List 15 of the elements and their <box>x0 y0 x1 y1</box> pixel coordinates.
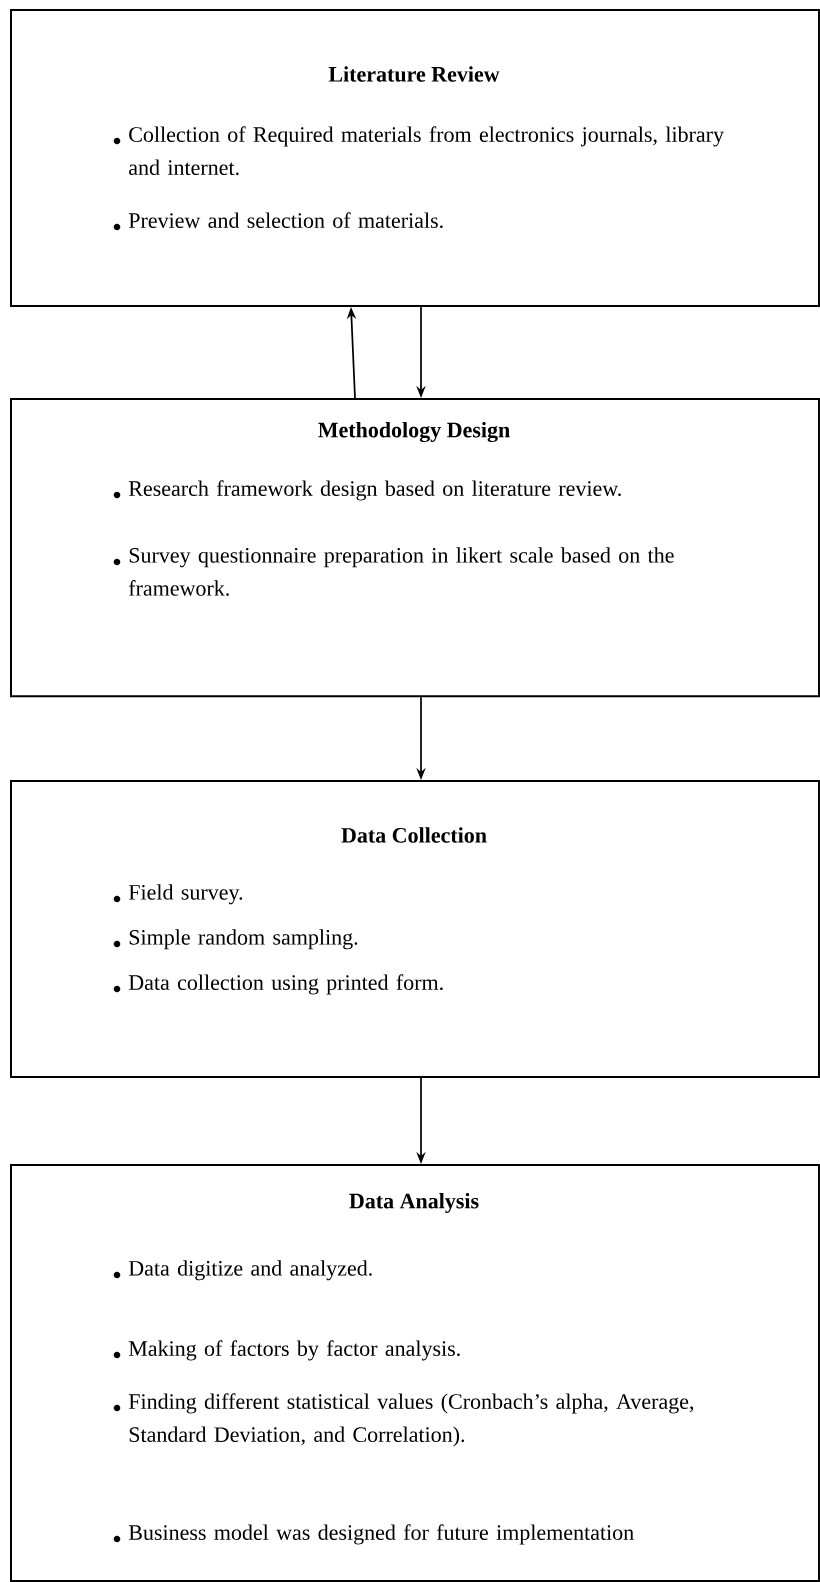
heading-text: Data Analysis <box>349 1193 479 1213</box>
bullet-item: Collection of Required materials from electronics journals, library and internet. <box>129 126 724 176</box>
bullet-item: Field survey. <box>128 884 243 905</box>
bullet-item: Data collection using printed form. <box>128 974 443 995</box>
bullet-item: Data digitize and analyzed. <box>128 1260 372 1281</box>
bullet-item: Finding different statistical values (Cronbach’s alpha, Average, Standard Deviation, and Correlation). <box>128 1393 694 1447</box>
bullet-item: Preview and selection of materials. <box>128 212 443 229</box>
bullet-item: Research framework design based on literature review. <box>128 480 621 501</box>
bullet-item: Survey questionnaire preparation in likert scale based on the framework. <box>128 547 674 596</box>
heading-text: Methodology Design <box>318 421 510 443</box>
bullet-item: Simple random sampling. <box>129 929 358 950</box>
bullet-item: Business model was designed for future implementation <box>128 1524 634 1545</box>
heading-text: Data Collection <box>341 827 487 843</box>
heading-text: Literature Review <box>328 66 500 82</box>
bullet-item: Making of factors by factor analysis. <box>128 1340 460 1361</box>
